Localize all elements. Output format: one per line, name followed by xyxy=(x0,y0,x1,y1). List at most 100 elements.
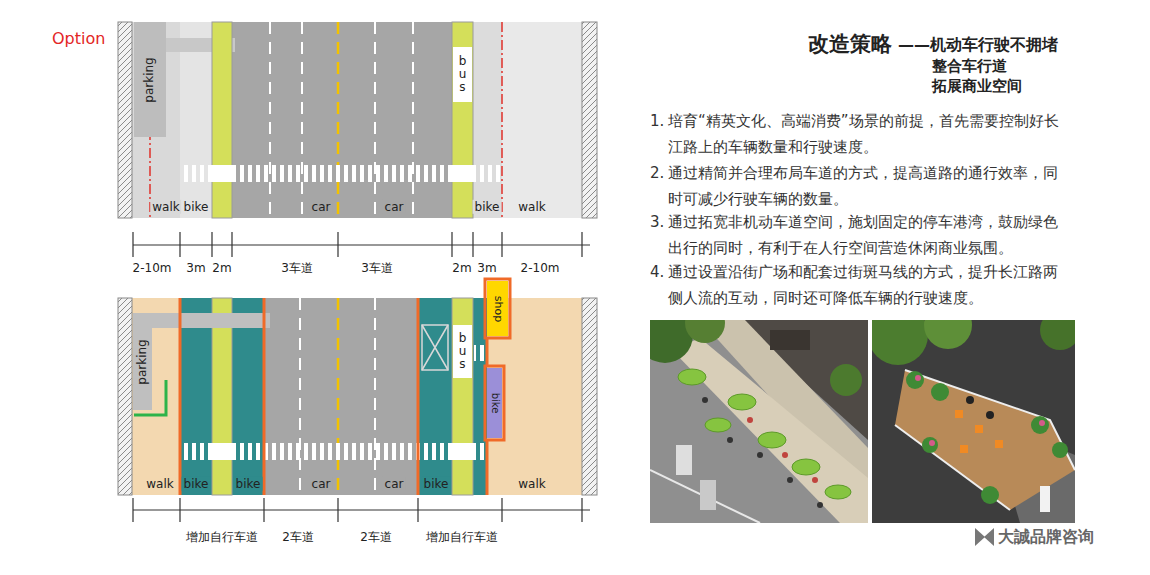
photo-parklet-deck xyxy=(955,410,1003,453)
photo-parklet-deck xyxy=(960,445,968,453)
photo-parklet-street xyxy=(770,330,810,350)
bus-stop-island xyxy=(422,325,448,370)
crosswalk xyxy=(474,345,486,361)
shop-box: shop xyxy=(487,281,508,336)
lane-label: car xyxy=(310,200,333,214)
lane-label: bike xyxy=(234,477,263,491)
lane-marking xyxy=(270,22,413,218)
photo-parklet-street xyxy=(705,418,731,432)
lane-marking xyxy=(301,22,303,218)
photo-parklet-deck xyxy=(1039,420,1045,426)
curb-line xyxy=(417,298,420,495)
photo-parklet-street xyxy=(672,338,868,523)
photo-parklet-street xyxy=(676,445,692,475)
crosswalk xyxy=(212,165,232,182)
dimension-label: 2m xyxy=(452,261,471,275)
dimension-line xyxy=(133,509,590,510)
curb-line xyxy=(485,366,504,440)
photo-parklet-street xyxy=(728,394,756,410)
list-number: 2. xyxy=(650,160,664,186)
bus-stop-box: bus xyxy=(453,47,472,102)
photo-parklet-deck xyxy=(906,371,924,389)
watermark-logo xyxy=(975,528,985,546)
bus-stop-box: bus xyxy=(453,325,472,378)
list-text: 通过精简并合理布局车道的方式，提高道路的通行效率，同时可减少行驶车辆的数量。 xyxy=(668,160,1068,212)
photo-parklet-street xyxy=(792,459,820,475)
photo-parklet-street xyxy=(650,470,760,523)
lane-label: car xyxy=(383,477,406,491)
building-wall xyxy=(582,298,597,495)
lane-marking xyxy=(374,22,376,218)
option-tag: Option xyxy=(52,29,105,48)
lane-marking xyxy=(374,298,376,495)
photo-parklet-street xyxy=(757,452,763,458)
photo-parklet-deck xyxy=(995,440,1003,448)
parking-box: parking xyxy=(133,313,152,410)
list-number: 1. xyxy=(650,108,664,134)
crosswalk xyxy=(182,165,500,182)
crosswalk xyxy=(182,443,487,460)
street-section-current xyxy=(452,22,473,218)
photo-parklet-street xyxy=(782,452,788,458)
photo-parklet-deck xyxy=(905,370,1075,470)
box-text: bus xyxy=(457,332,469,372)
street-section-proposed xyxy=(118,279,597,495)
photo-parklet-street xyxy=(825,485,851,499)
crosswalk xyxy=(452,443,473,460)
building-wall xyxy=(582,22,597,218)
curb-line xyxy=(486,440,489,495)
photo-parklet-deck xyxy=(966,396,974,404)
panel-title: 改造策略 xyxy=(808,30,892,58)
photo-parklet-street xyxy=(747,417,753,423)
photo-parklet-street xyxy=(702,397,708,403)
photo-parklet-street xyxy=(702,397,823,508)
photo-parklet-deck xyxy=(924,320,972,349)
photo-parklet-deck xyxy=(966,396,1049,494)
lane-label: car xyxy=(310,477,333,491)
street-section-proposed xyxy=(418,298,452,495)
curb-line xyxy=(485,279,510,338)
list-text: 培育“精英文化、高端消费”场景的前提，首先需要控制好长江路上的车辆数量和行驶速度… xyxy=(668,108,1068,160)
street-section-proposed xyxy=(264,298,418,495)
photo-parklet-deck xyxy=(929,440,935,446)
photo-parklet-street xyxy=(685,320,725,343)
photo-parklet-deck xyxy=(975,425,983,433)
dimension-line xyxy=(133,244,590,245)
lane-label: walk xyxy=(516,200,547,214)
dimension-line xyxy=(133,232,590,257)
dimension-line xyxy=(133,498,582,522)
photo-parklet-deck xyxy=(1031,416,1049,434)
dimension-label: 2车道 xyxy=(360,529,392,546)
dimension-line xyxy=(133,498,590,522)
photo-parklet-deck xyxy=(931,383,949,401)
street-section-current xyxy=(212,22,232,218)
photo-parklet-street xyxy=(678,369,706,385)
photo-parklet-deck xyxy=(915,375,1045,446)
dimension-label: 2-10m xyxy=(521,261,560,275)
photo-parklet-street xyxy=(830,364,862,396)
photo-parklet-street xyxy=(678,369,851,499)
building-wall xyxy=(118,22,132,218)
street-section-current xyxy=(232,22,452,218)
photo-parklet-deck xyxy=(872,320,1075,523)
photo-parklet-street xyxy=(650,320,868,523)
building-wall xyxy=(118,298,132,495)
watermark-logo xyxy=(984,528,994,546)
subtitle: 拓展商业空间 xyxy=(932,77,1022,96)
bus-stop-island xyxy=(422,325,448,370)
bike-parking-box: bike xyxy=(487,368,502,438)
photo-parklet-deck xyxy=(955,410,963,418)
curb-line xyxy=(179,298,182,495)
street-section-current xyxy=(473,22,502,218)
photo-parklet-deck xyxy=(986,411,994,419)
lane-label: bike xyxy=(473,200,502,214)
bus-stop-island xyxy=(422,325,448,370)
photo-parklet-street xyxy=(787,477,793,483)
dimension-label: 3车道 xyxy=(281,260,313,277)
subtitle: ——机动车行驶不拥堵 xyxy=(898,35,1058,56)
photo-parklet-street xyxy=(817,502,823,508)
lane-marking xyxy=(299,298,301,495)
photo-parklet-deck xyxy=(922,437,938,453)
